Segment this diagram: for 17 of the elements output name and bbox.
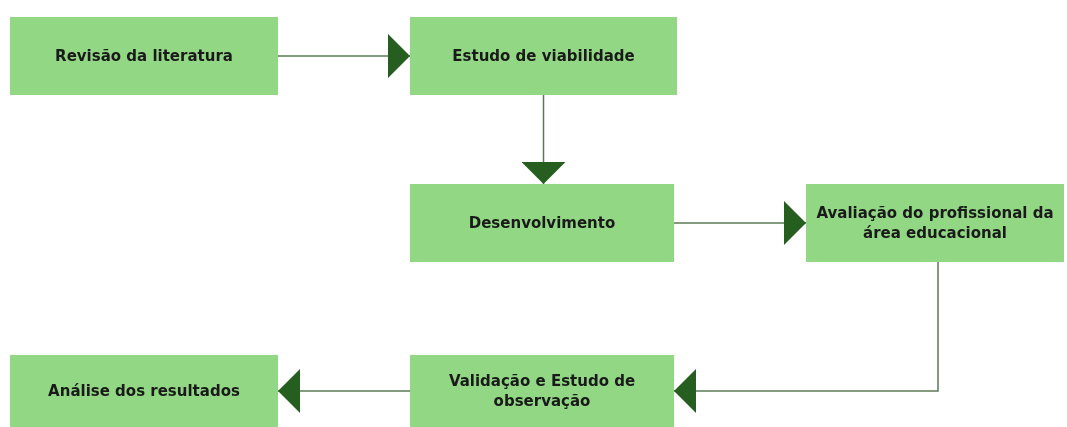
box-label: Desenvolvimento — [468, 212, 616, 234]
box-label: Avaliação do profissional da área educacional — [815, 202, 1055, 244]
process-box — [410, 184, 674, 262]
process-box — [10, 17, 278, 95]
process-box — [10, 355, 278, 427]
box-label: Estudo de viabilidade — [452, 45, 635, 67]
arrow — [521, 94, 566, 185]
process-box — [806, 184, 1064, 262]
box-label: Análise dos resultados — [48, 380, 240, 402]
box-label: Revisão da literatura — [55, 45, 233, 67]
arrow — [277, 369, 411, 413]
arrow — [277, 34, 411, 78]
arrow — [673, 261, 939, 413]
process-box — [410, 17, 677, 95]
process-box — [410, 355, 674, 427]
box-label: Validação e Estudo de observação — [447, 370, 637, 412]
arrow — [673, 201, 807, 245]
